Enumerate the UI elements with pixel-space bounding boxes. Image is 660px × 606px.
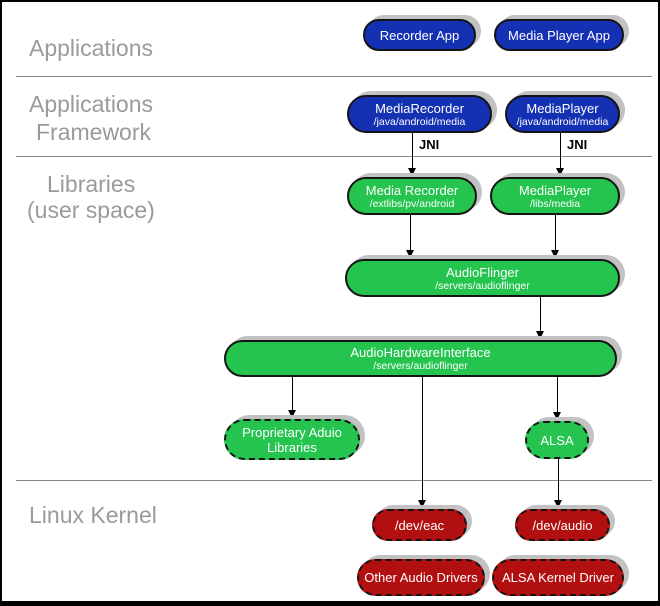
- edge-audioflinger-to-ahi: [536, 297, 544, 339]
- edge-recorderlib-to-audioflinger: [406, 215, 414, 258]
- edge-ahi-to-dev-eac: [418, 377, 426, 508]
- edge-mediarecorder-jni: [408, 133, 416, 176]
- media-recorder-lib-path: /extlibs/pv/android: [369, 197, 455, 210]
- dev-audio-node: /dev/audio: [515, 509, 610, 541]
- proprietary-audio-libs-node: Proprietary Aduio Libraries: [224, 419, 360, 460]
- section-label-applications: Applications: [29, 35, 154, 61]
- section-label-framework-line2: Framework: [36, 119, 152, 145]
- section-label-libraries-line1: Libraries: [47, 171, 136, 197]
- mediarecorder-framework-node: MediaRecorder /java/android/media: [347, 95, 492, 133]
- audioflinger-node: AudioFlinger /servers/audioflinger: [345, 259, 620, 297]
- media-player-app-label: Media Player App: [508, 27, 610, 43]
- proprietary-audio-libs-line2: Libraries: [267, 439, 317, 455]
- recorder-app-node: Recorder App: [363, 19, 476, 51]
- media-player-app-node: Media Player App: [494, 19, 624, 51]
- audiohardwareinterface-node: AudioHardwareInterface /servers/audiofli…: [224, 340, 617, 377]
- mediarecorder-framework-title: MediaRecorder: [375, 100, 464, 116]
- audioflinger-title: AudioFlinger: [446, 264, 519, 280]
- media-recorder-lib-node: Media Recorder /extlibs/pv/android: [347, 177, 477, 215]
- alsa-label: ALSA: [540, 432, 574, 448]
- mediaplayer-framework-node: MediaPlayer /java/android/media: [505, 95, 620, 133]
- edge-alsa-to-dev-audio: [554, 459, 562, 508]
- section-divider-libraries-kernel: [16, 480, 652, 481]
- section-divider-framework-libraries: [16, 156, 652, 157]
- edge-ahi-to-proprietary: [288, 377, 296, 418]
- jni-label-recorder: JNI: [419, 137, 440, 152]
- audiohardwareinterface-title: AudioHardwareInterface: [350, 345, 491, 360]
- mediaplayer-framework-path: /java/android/media: [516, 115, 609, 128]
- section-label-linux-kernel: Linux Kernel: [29, 502, 157, 528]
- alsa-kernel-driver-label: ALSA Kernel Driver: [502, 570, 614, 585]
- mediaplayer-lib-node: MediaPlayer /libs/media: [490, 177, 620, 215]
- proprietary-audio-libs-line1: Proprietary Aduio: [242, 424, 342, 440]
- audioflinger-path: /servers/audioflinger: [435, 279, 530, 292]
- edge-mediaplayer-jni: [556, 133, 564, 176]
- media-recorder-lib-title: Media Recorder: [365, 182, 459, 198]
- dev-audio-label: /dev/audio: [532, 517, 593, 533]
- mediaplayer-framework-title: MediaPlayer: [526, 100, 599, 116]
- edge-playerlib-to-audioflinger: [551, 215, 559, 258]
- alsa-node: ALSA: [525, 421, 589, 459]
- mediaplayer-lib-path: /libs/media: [529, 197, 581, 210]
- dev-eac-node: /dev/eac: [372, 509, 467, 541]
- section-label-framework-line1: Applications: [29, 91, 154, 117]
- mediarecorder-framework-path: /java/android/media: [373, 115, 466, 128]
- alsa-kernel-driver-node: ALSA Kernel Driver: [492, 559, 624, 596]
- edge-ahi-to-alsa: [553, 377, 561, 420]
- audiohardwareinterface-path: /servers/audioflinger: [373, 360, 468, 372]
- recorder-app-label: Recorder App: [379, 27, 460, 43]
- jni-label-player: JNI: [567, 137, 588, 152]
- dev-eac-label: /dev/eac: [394, 517, 445, 533]
- other-audio-drivers-label: Other Audio Drivers: [364, 570, 478, 585]
- section-divider-applications-framework: [16, 76, 652, 77]
- mediaplayer-lib-title: MediaPlayer: [518, 182, 592, 198]
- section-label-libraries-line2: (user space): [27, 197, 155, 223]
- other-audio-drivers-node: Other Audio Drivers: [357, 559, 485, 596]
